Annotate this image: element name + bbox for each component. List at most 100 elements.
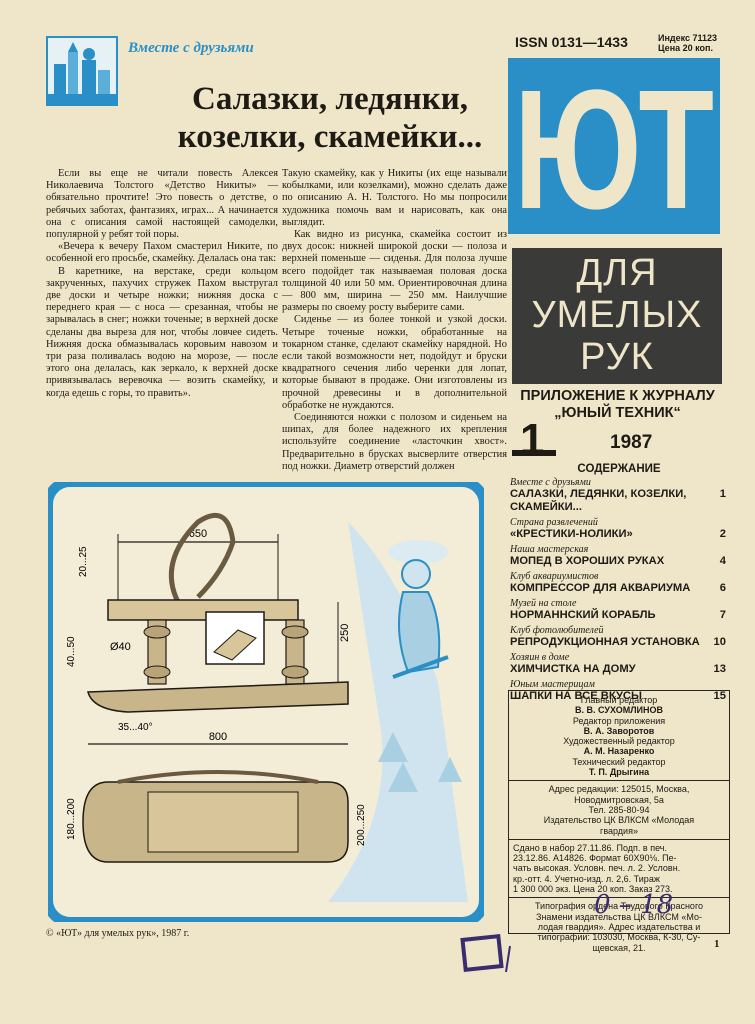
paragraph: Такую скамейку, как у Никиты (их еще наз… [282,168,507,228]
child-on-sled-icon [392,559,449,679]
turned-leg-shape [281,619,309,685]
paragraph: «Вечера к вечеру Пахом смастерил Никите,… [46,241,278,265]
tree-icon [378,732,418,792]
address-line: Новодмитровская, 5а [574,794,664,805]
library-stamp-icon [460,932,520,976]
toc-rubric: Клуб фотолюбителей [510,625,604,636]
typography-line: типографии: 103030, Москва, К-30, Су- [537,932,701,943]
toc-item[interactable]: Клуб фотолюбителей РЕПРОДУКЦИОННАЯ УСТАН… [510,625,726,649]
paragraph: Сиденье — из более тонкой и узкой доски.… [282,314,507,411]
sled-drawing: 650 20...25 Ø40 40...50 250 35...40° 800 [43,477,489,927]
toc-title: НОРМАННСКИЙ КОРАБЛЬ [510,609,656,621]
toc-rubric: Страна развлечений [510,517,598,528]
logo-text: ЮТ [514,58,714,234]
toc-title: ХИМЧИСТКА НА ДОМУ [510,663,636,675]
appendix-editor-name: В. А. Заворотов [583,725,655,736]
toc-title: САЛАЗКИ, ЛЕДЯНКИ, КОЗЕЛКИ, СКАМЕЙКИ... [510,488,687,513]
print-line: 23.12.86. А14826. Формат 60Х90⅛. Пе- [513,853,677,864]
typography-line: щевская, 21. [592,942,646,953]
toc-item[interactable]: Страна развлечений «КРЕСТИКИ-НОЛИКИ» 2 [510,517,726,541]
magazine-logo: ЮТ [508,55,720,245]
toc-title: ШАПКИ НА ВСЕ ВКУСЫ [510,690,642,702]
toc-rubric: Наша мастерская [510,544,589,555]
issue-year: 1987 [610,432,653,453]
handwritten-note: 0 – 18 [594,890,674,920]
appendix-line-1: ПРИЛОЖЕНИЕ К ЖУРНАЛУ [520,388,715,404]
appendix-label: ПРИЛОЖЕНИЕ К ЖУРНАЛУ „ЮНЫЙ ТЕХНИК“ [510,388,725,422]
print-line: кр.-отт. 4. Учетно-изд. л. 2,6. Тираж [513,873,660,884]
editor-title: Главный редактор [580,695,658,705]
toc-page: 13 [713,663,726,675]
toc-item[interactable]: Клуб аквариумистов КОМПРЕССОР ДЛЯ АКВАРИ… [510,571,726,595]
toc-page: 1 [719,488,726,500]
city-skyline-icon [48,42,116,104]
toc-page: 6 [719,582,726,594]
rope-shape [168,512,236,604]
turned-leg-shape [143,619,171,685]
toc-title: «КРЕСТИКИ-НОЛИКИ» [510,528,633,540]
runner-board-shape [87,681,349,713]
top-view-seat-shape [147,791,299,853]
rubric-label: Вместе с друзьями [128,40,254,56]
toc-rubric: Юным мастерицам [510,679,595,690]
tech-editor-name: Т. П. Дрыгина [588,767,650,778]
panel-line-1: ДЛЯ [576,252,658,294]
subtitle-panel: ДЛЯ УМЕЛЫХ РУК [512,248,722,384]
snow-hill-shape [328,522,468,902]
toc-rubric: Вместе с друзьями [510,477,591,488]
panel-line-3: РУК [580,336,654,378]
toc-title: РЕПРОДУКЦИОННАЯ УСТАНОВКА [510,636,700,648]
dim-label: 200...250 [356,804,367,846]
dim-label: Ø40 [110,641,131,653]
toc-page: 2 [719,528,726,540]
price-index: Индекс 71123 Цена 20 коп. [658,33,717,53]
toc-title: КОМПРЕССОР ДЛЯ АКВАРИУМА [510,582,691,594]
title-line-1: Салазки, ледянки, [192,81,468,117]
dim-label: 20...25 [78,546,89,577]
art-editor-title: Художественный редактор [563,736,675,747]
tree-icon [438,757,462,782]
typography-line: лодая гвардия». Адрес издательства и [537,921,701,932]
article-column-1: Если вы еще не читали повесть Алексея Ни… [46,168,278,400]
toc-item[interactable]: Юным мастерицам ШАПКИ НА ВСЕ ВКУСЫ 15 [510,679,726,703]
dim-label: 650 [189,528,207,540]
page-number: 1 [714,938,720,950]
paragraph: Если вы еще не читали повесть Алексея Ни… [46,168,278,241]
publisher-line: Издательство ЦК ВЛКСМ «Молодая [543,815,695,826]
dim-label: 35...40° [118,722,153,733]
toc-rubric: Клуб аквариумистов [510,571,599,582]
publisher-line: гвардия» [600,825,638,836]
panel-line-2: УМЕЛЫХ [531,294,703,336]
toc-page: 15 [713,690,726,702]
appendix-line-2: „ЮНЫЙ ТЕХНИК“ [554,405,681,421]
print-line: Сдано в набор 27.11.86. Подп. в печ. [513,842,667,853]
art-editor-name: А. М. Назаренко [583,746,655,757]
article-column-2: Такую скамейку, как у Никиты (их еще наз… [282,168,507,473]
appendix-editor-title: Редактор приложения [572,715,666,726]
seat-board-shape [107,599,299,621]
address-line: Адрес редакции: 125015, Москва, [548,784,690,795]
paragraph: Соединяются ножки с полозом и сиденьем н… [282,412,507,472]
toc-title: МОПЕД В ХОРОШИХ РУКАХ [510,555,665,567]
dim-label: 180...200 [66,798,77,840]
toc-rubric: Музей на столе [510,598,577,609]
typography-line: Типография ордена Трудового Красного [534,901,704,912]
print-line: чать высокая. Условн. печ. л. 2. Условн. [513,863,681,874]
print-line: 1 300 000 экз. Цена 20 коп. Заказ 273. [513,884,673,895]
table-of-contents: Вместе с друзьями САЛАЗКИ, ЛЕДЯНКИ, КОЗЕ… [510,477,726,706]
toc-item[interactable]: Вместе с друзьями САЛАЗКИ, ЛЕДЯНКИ, КОЗЕ… [510,477,726,514]
paragraph: В каретнике, на верстаке, среди кольцом … [46,265,278,399]
rubric-logo [46,36,118,106]
issue-number: 1 [512,415,556,464]
phone-line: Тел. 285-80-94 [588,804,650,815]
colophon: Главный редактор В. В. СУХОМЛИНОВ Редакт… [508,690,730,953]
dim-label: 250 [339,624,351,642]
toc-item[interactable]: Наша мастерская МОПЕД В ХОРОШИХ РУКАХ 4 [510,544,726,568]
toc-page: 10 [713,636,726,648]
toc-page: 4 [719,555,726,567]
contents-title: СОДЕРЖАНИЕ [577,463,661,475]
article-title: Салазки, ледянки, козелки, скамейки... [160,80,500,156]
typography-line: Знамени издательства ЦК ВЛКСМ «Мо- [536,911,702,922]
